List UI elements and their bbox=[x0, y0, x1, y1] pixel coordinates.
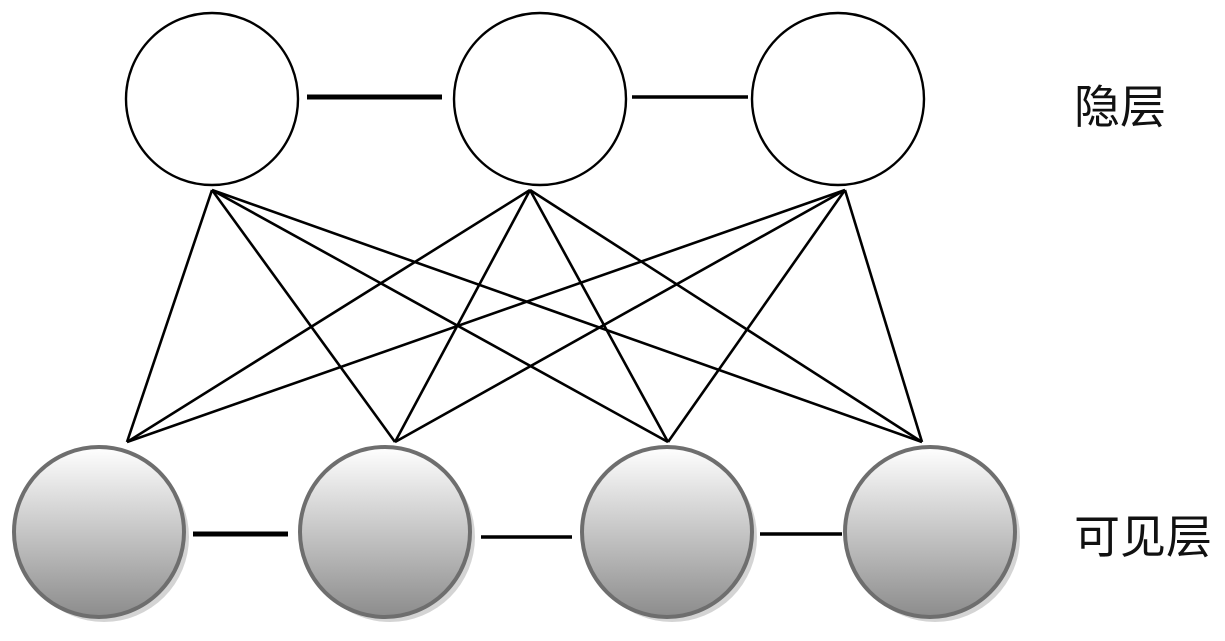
visible-layer-nodes bbox=[12, 445, 1020, 622]
hidden-layer-label: 隐层 bbox=[1074, 80, 1166, 134]
visible-layer-label: 可见层 bbox=[1074, 510, 1212, 564]
link-hidden-2-visible-4 bbox=[529, 188, 923, 444]
link-hidden-2-visible-2 bbox=[393, 189, 532, 443]
inter-layer-connections bbox=[125, 188, 924, 444]
link-hidden-1-visible-4 bbox=[211, 188, 923, 444]
visible-node-2 bbox=[298, 445, 472, 619]
link-hidden-1-visible-2 bbox=[210, 189, 397, 443]
link-hidden-1-visible-3 bbox=[211, 188, 669, 444]
intra-layer-connections bbox=[193, 94, 842, 539]
hidden-layer-nodes bbox=[124, 11, 926, 187]
visible-node-1 bbox=[12, 445, 186, 619]
hidden-node-1 bbox=[124, 11, 300, 187]
link-hidden-2-visible-3 bbox=[528, 189, 670, 443]
link-hidden-3-visible-4 bbox=[843, 189, 924, 443]
visible-node-4 bbox=[843, 445, 1017, 619]
link-hidden-2-visible-1 bbox=[126, 188, 531, 444]
link-hidden-3-visible-3 bbox=[666, 189, 847, 443]
link-hidden-1-visible-1 bbox=[125, 189, 214, 443]
visible-node-3 bbox=[580, 445, 754, 619]
hidden-node-2 bbox=[452, 11, 628, 187]
hidden-node-3 bbox=[750, 11, 926, 187]
link-hidden-3-visible-1 bbox=[126, 188, 846, 444]
link-hidden-3-visible-2 bbox=[394, 188, 846, 444]
